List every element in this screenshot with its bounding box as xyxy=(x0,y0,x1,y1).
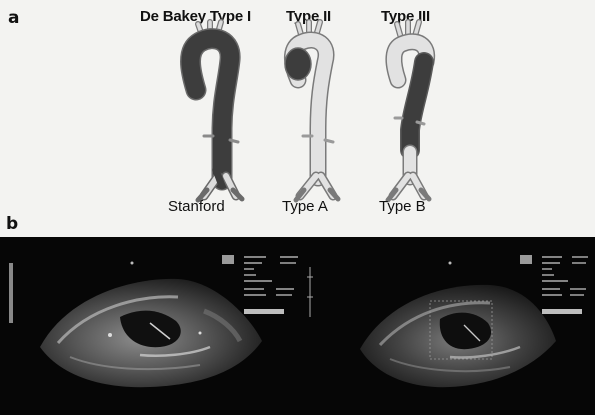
greyscale-bar xyxy=(9,263,13,323)
stanford-label: Stanford xyxy=(168,198,225,215)
stanford-type-b-label: Type B xyxy=(379,198,426,215)
echo-image-left xyxy=(40,279,262,387)
echo-image-right xyxy=(360,285,556,387)
stanford-type-a-label: Type A xyxy=(282,198,328,215)
aorta-debakey-type-2 xyxy=(285,22,338,200)
echocardiography-panel xyxy=(0,237,595,415)
panel-label-b: b xyxy=(6,214,18,234)
aorta-debakey-type-3 xyxy=(388,22,429,200)
aorta-debakey-type-1 xyxy=(191,22,243,200)
